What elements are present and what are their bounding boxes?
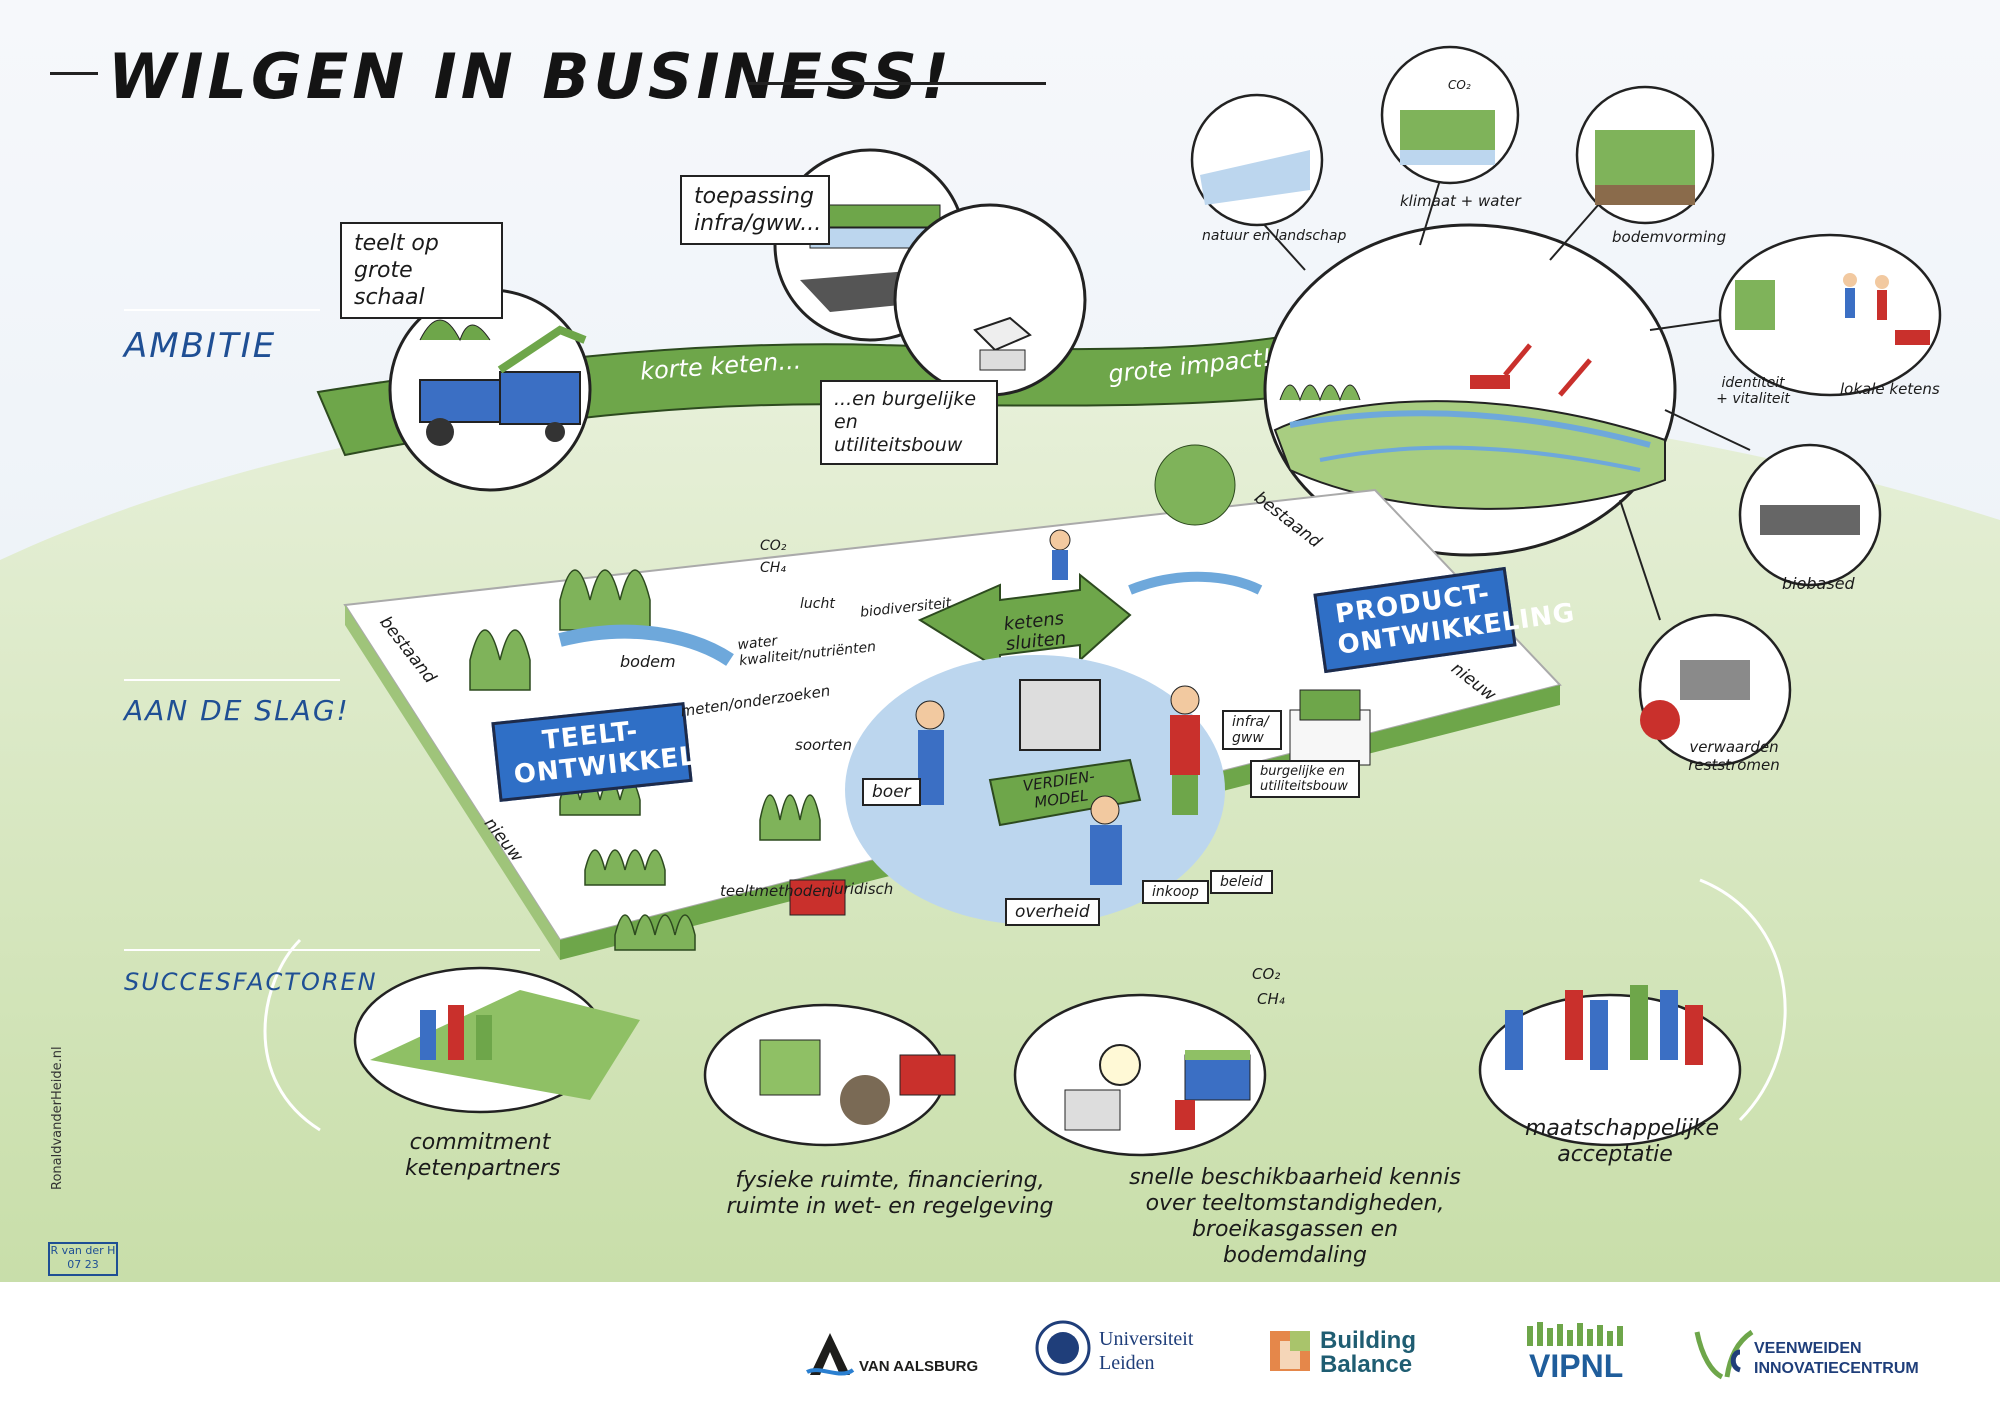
bubble-biobased: biobased	[1782, 574, 1855, 593]
board-edge-left	[345, 605, 560, 960]
note-burgelijke: ...en burgelijke en utiliteitsbouw	[820, 380, 998, 465]
leiden-seal-icon	[1035, 1320, 1091, 1376]
label-teeltmethoden: teeltmethoden	[720, 882, 832, 900]
water-stream	[558, 624, 734, 666]
caption-fysieke: fysieke ruimte, financiering, ruimte in …	[726, 1168, 1054, 1219]
title-rule-right	[748, 82, 1046, 85]
tag-beleid: beleid	[1210, 870, 1273, 894]
logo-building-balance: Building Balance	[1268, 1325, 1448, 1385]
tag-inkoop: inkoop	[1142, 880, 1209, 904]
law-book	[789, 879, 846, 916]
artist-signature: R van der H 07 23	[48, 1242, 118, 1276]
row-label-ambitie: AMBITIE	[124, 326, 277, 366]
logo-universiteit-leiden: Universiteit Leiden	[1035, 1320, 1205, 1390]
note-toepassing: toepassing infra/gww...	[680, 175, 830, 245]
impact-bubbles	[1190, 45, 1942, 767]
artist-credit: RonaldvanderHeide.nl	[50, 1046, 65, 1190]
row-label-succesfactoren: SUCCESFACTOREN	[124, 968, 378, 996]
logo-aalsburg-text: VAN AALSBURG	[859, 1358, 979, 1375]
bubble-verwaarden: verwaarden reststromen	[1688, 738, 1780, 774]
caption-commitment: commitment ketenpartners	[405, 1130, 561, 1181]
logo-vipnl-text: VIPNL	[1529, 1348, 1624, 1384]
tag-overheid: overheid	[1005, 898, 1100, 926]
label-juridisch: juridisch	[830, 880, 894, 898]
tree	[1154, 444, 1236, 526]
logo-leiden-text-2: Leiden	[1099, 1352, 1155, 1374]
bubble-identiteit: identiteit + vitaliteit	[1716, 375, 1790, 407]
tag-infra: infra/ gww	[1222, 710, 1282, 750]
building-balance-icon	[1270, 1331, 1310, 1371]
people-figures	[915, 529, 1200, 885]
note-teelt: teelt op grote schaal	[340, 222, 503, 319]
caption-snelle: snelle beschikbaarheid kennis over teelt…	[1129, 1165, 1461, 1268]
bubble-natuur: natuur en landschap	[1202, 228, 1347, 244]
footer	[0, 1282, 2000, 1414]
page-title: WILGEN IN BUSINESS!	[108, 40, 954, 113]
tag-boer: boer	[862, 778, 921, 806]
label-co2: CO₂	[760, 538, 787, 554]
succes-co2: CO₂	[1252, 965, 1281, 983]
bubble-co2: CO₂	[1448, 78, 1471, 92]
logo-building-text-1: Building	[1320, 1327, 1416, 1354]
logo-van-aalsburg: VAN AALSBURG	[805, 1330, 985, 1390]
caption-maatschappelijke: maatschappelijke acceptatie	[1525, 1116, 1720, 1167]
ditch-water	[1128, 571, 1263, 595]
logo-vic-text-1: VEENWEIDEN	[1754, 1340, 1862, 1357]
verdienmodel-hexagon	[988, 758, 1142, 827]
vic-icon	[1694, 1329, 1754, 1380]
aalsburg-icon	[806, 1333, 855, 1376]
success-illustrations	[353, 966, 1742, 1157]
infra-illustration	[773, 148, 1087, 397]
road-machine	[1299, 689, 1361, 721]
succes-ch4: CH₄	[1257, 990, 1285, 1008]
logo-vic-text-2: INNOVATIECENTRUM	[1754, 1360, 1919, 1377]
label-ch4: CH₄	[760, 560, 786, 576]
bubble-klimaat: klimaat + water	[1400, 192, 1521, 210]
label-bodem: bodem	[620, 652, 676, 671]
logo-building-text-2: Balance	[1320, 1351, 1413, 1378]
logo-vipnl: VIPNL	[1525, 1320, 1635, 1390]
swoosh-right	[1699, 878, 1787, 1122]
impact-landscape	[1263, 223, 1677, 557]
bubble-bodem: bodemvorming	[1612, 228, 1727, 246]
title-rule-left	[50, 72, 98, 75]
crop-plots	[469, 569, 821, 951]
row-label-aan-de-slag: AAN DE SLAG!	[124, 694, 350, 727]
tag-burgelijke: burgelijke en utiliteitsbouw	[1250, 760, 1360, 798]
cash-register	[1019, 679, 1101, 751]
logo-veenweiden: VEENWEIDEN INNOVATIECENTRUM	[1692, 1322, 1922, 1388]
bubble-lokale: lokale ketens	[1840, 380, 1940, 398]
swoosh-left	[263, 938, 321, 1132]
vipnl-plants-icon	[1527, 1322, 1623, 1346]
logo-leiden-text-1: Universiteit	[1099, 1328, 1194, 1350]
label-soorten: soorten	[795, 736, 852, 754]
tractor-illustration	[388, 288, 592, 492]
label-lucht: lucht	[800, 596, 835, 612]
